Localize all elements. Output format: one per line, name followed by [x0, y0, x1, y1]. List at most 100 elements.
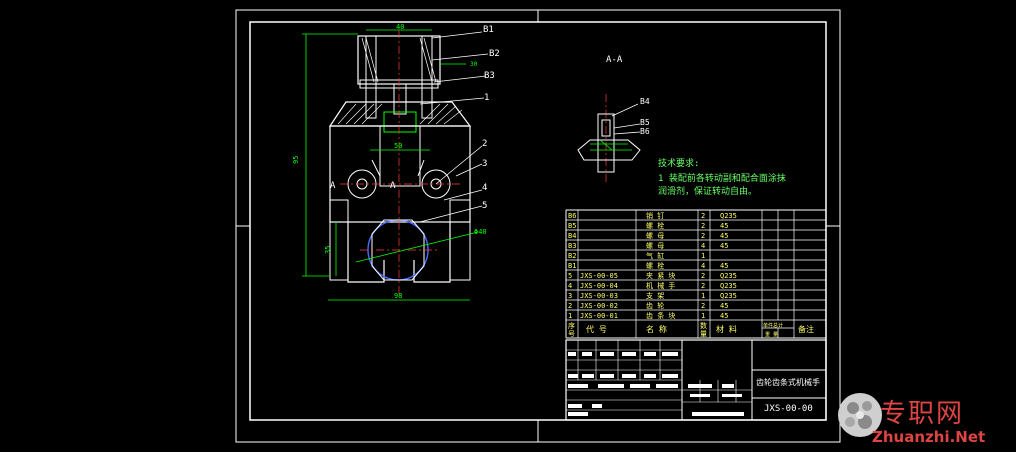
bom-cell-material: Q235	[720, 292, 737, 300]
bom-cell-code: JXS-00-04	[580, 282, 618, 290]
bom-cell-name: 齿 轮	[646, 301, 664, 310]
callout-b3: B3	[484, 71, 495, 81]
bom-cell-no: B6	[568, 212, 576, 220]
bom-cell-no: 1	[568, 312, 572, 320]
bom-cell-name: 螺 母	[646, 231, 664, 240]
bom-cell-qty: 1	[701, 252, 705, 260]
bom-header-qty-top: 数	[700, 321, 707, 330]
tech-req-line1: 1 装配前各转动副和配合面涂抹	[658, 172, 786, 184]
bom-cell-material: Q235	[720, 272, 737, 280]
drawing-number: JXS-00-00	[764, 404, 813, 414]
bom-header-no-bottom: 号	[568, 330, 575, 338]
bom-header-code: 代 号	[586, 324, 607, 334]
bom-cell-qty: 4	[701, 242, 705, 250]
callout-b5: B5	[640, 118, 650, 127]
bom-cell-material: 45	[720, 262, 728, 270]
bom-cell-no: B1	[568, 262, 576, 270]
rack-slot	[383, 111, 417, 133]
bom-cell-material: 45	[720, 242, 728, 250]
bom-cell-name: 机 械 手	[646, 281, 675, 290]
watermark-url: Zhuanzhi.Net	[872, 428, 986, 446]
bom-cell-qty: 2	[701, 282, 705, 290]
bracket	[329, 125, 471, 223]
bom-cell-qty: 2	[701, 222, 705, 230]
callout-1: 1	[484, 93, 489, 103]
dim-bolt-spacing: 30	[470, 61, 478, 68]
bom-cell-code: JXS-00-02	[580, 302, 618, 310]
dim-diameter: Φ40	[474, 228, 487, 236]
bom-header-material: 材 料	[716, 324, 737, 334]
bom-header-name: 名 称	[646, 324, 667, 334]
bom-cell-name: 销 钉	[646, 211, 664, 220]
bom-header-no-top: 序	[568, 321, 575, 330]
bom-cell-material: 45	[720, 302, 728, 310]
bom-header-weight-top: 单件总计	[763, 322, 783, 329]
rack	[379, 125, 421, 187]
bom-cell-name: 支 架	[646, 291, 664, 300]
section-label: A-A	[606, 55, 623, 65]
callout-b6: B6	[640, 127, 650, 136]
tech-req-title: 技术要求:	[658, 157, 699, 169]
bom-cell-material: 45	[720, 222, 728, 230]
bom-cell-qty: 2	[701, 272, 705, 280]
bom-cell-no: 4	[568, 282, 572, 290]
callout-5: 5	[482, 201, 487, 211]
section-view	[577, 94, 641, 184]
section-mark-right: A	[390, 181, 396, 191]
watermark-text: 专职网	[880, 399, 965, 429]
title-block	[565, 339, 827, 421]
bom-header-remark: 备注	[798, 324, 814, 334]
bom-cell-name: 螺 栓	[646, 261, 664, 270]
section-pin	[597, 113, 615, 173]
bom-cell-name: 气 缸	[646, 251, 664, 260]
bom-header-qty-bottom: 量	[700, 330, 707, 338]
front-view	[302, 29, 489, 301]
callout-b2: B2	[489, 49, 500, 59]
section-gear	[577, 139, 641, 161]
bolt-left	[365, 35, 377, 119]
bom-cell-material: Q235	[720, 212, 737, 220]
bom-cell-no: B4	[568, 232, 576, 240]
bolt-right	[421, 35, 433, 119]
tech-req-line2: 润滑剂，保证转动自由。	[658, 185, 757, 197]
bom-cell-no: 2	[568, 302, 572, 310]
bom-header-weight-bottom: 重 量	[765, 331, 778, 338]
bom-cell-code: JXS-00-01	[580, 312, 618, 320]
piston-rod	[393, 83, 407, 115]
bom-cell-name: 螺 栓	[646, 221, 664, 230]
callout-2: 2	[482, 139, 487, 149]
dim-overall-height: 95	[292, 156, 300, 164]
bom-cell-qty: 2	[701, 212, 705, 220]
drawing-name: 齿轮齿条式机械手	[756, 377, 820, 387]
bom-cell-qty: 1	[701, 292, 705, 300]
bom-cell-no: 3	[568, 292, 572, 300]
bom-cell-no: B3	[568, 242, 576, 250]
dim-top-width: 40	[396, 23, 404, 31]
bom-cell-qty: 2	[701, 302, 705, 310]
arm-right	[413, 222, 451, 283]
dim-gear-width: 50	[394, 142, 402, 150]
inner-frame	[249, 21, 827, 421]
clamp-jaws	[371, 219, 425, 281]
bom-cell-no: B5	[568, 222, 576, 230]
section-mark-left: A	[330, 181, 336, 191]
bom-cell-name: 螺 母	[646, 241, 664, 250]
outer-frame	[235, 9, 841, 443]
bom-cell-qty: 4	[701, 262, 705, 270]
callout-3: 3	[482, 159, 487, 169]
bom-cell-qty: 2	[701, 232, 705, 240]
cylinder-body	[357, 35, 441, 85]
bom-cell-name: 夹 紧 块	[646, 271, 675, 280]
bom-cell-material: Q235	[720, 282, 737, 290]
callout-b4: B4	[640, 97, 650, 106]
bom-cell-material: 45	[720, 232, 728, 240]
bom-cell-qty: 1	[701, 312, 705, 320]
bom-cell-name: 齿 条 块	[646, 311, 675, 320]
bom-cell-code: JXS-00-03	[580, 292, 618, 300]
callout-b1: B1	[483, 25, 494, 35]
callout-4: 4	[482, 183, 487, 193]
bom-cell-no: B2	[568, 252, 576, 260]
dim-base-width: 98	[394, 292, 402, 300]
